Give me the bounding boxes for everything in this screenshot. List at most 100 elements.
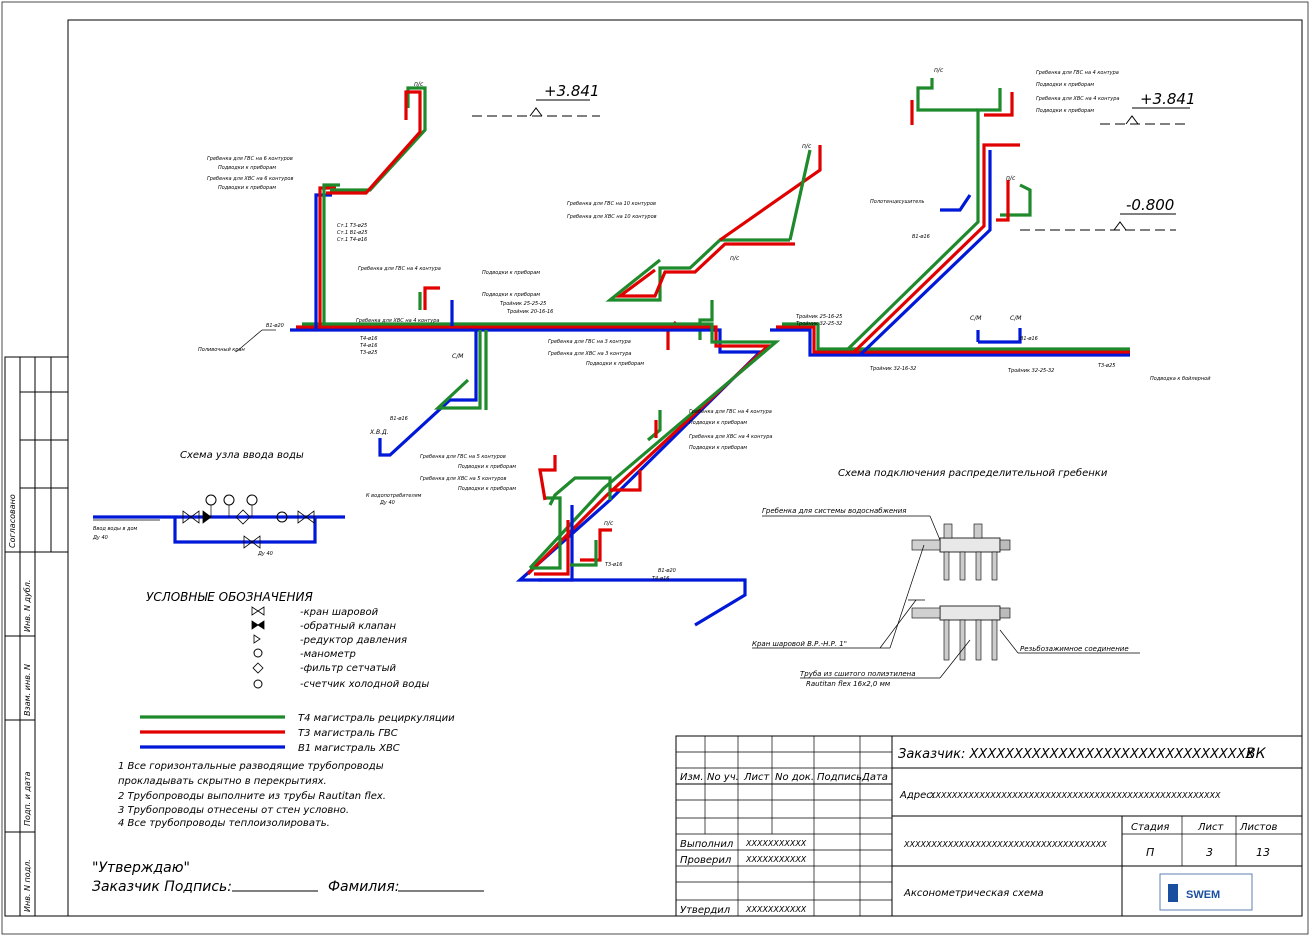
label-to-fixtures-2: Подводки к приборам bbox=[218, 185, 276, 191]
label-pp-1: п/с bbox=[414, 81, 424, 88]
title-block: Изм. No уч. Лист No док. Подпись Дата Вы… bbox=[675, 735, 1303, 917]
elevation-mark-3: -0.800 bbox=[1126, 196, 1174, 214]
label-watering-tap: Поливочный кран bbox=[198, 347, 246, 353]
label-tee-2: Тройник 20-16-16 bbox=[507, 309, 553, 315]
tb-col-date: Дата bbox=[861, 772, 888, 783]
label-pipe-b1-20b: В1-ø20 bbox=[658, 568, 676, 574]
legend-symbol-4: -манометр bbox=[300, 649, 356, 660]
inlet-node-schematic: Ввод воды в дом Ду 40 К водопотребителям… bbox=[92, 493, 422, 557]
note-4: 4 Все трубопроводы теплоизолировать. bbox=[118, 817, 330, 829]
label-pp-5: п/с bbox=[730, 255, 740, 262]
tb-name-checked: XXXXXXXXXXX bbox=[745, 855, 807, 864]
label-tee-6: Тройник 32-16-32 bbox=[870, 366, 916, 372]
label-pipe-t4-16b: Т4-ø16 bbox=[360, 343, 377, 349]
check-valve-icon bbox=[251, 620, 265, 630]
note-1b: прокладывать скрытно в перекрытиях. bbox=[118, 776, 327, 787]
label-to-fixtures-8: Подводки к приборам bbox=[458, 464, 516, 470]
label-pipe-t3-25b: Т3-ø25 bbox=[1098, 363, 1115, 369]
label-to-fixtures-3: Подводки к приборам bbox=[482, 270, 540, 276]
label-to-fixtures-7: Подводки к приборам bbox=[689, 445, 747, 451]
side-label-sign-date: Подп. и дата bbox=[23, 771, 32, 826]
elevation-marks: +3.841 +3.841 -0.800 bbox=[472, 82, 1196, 231]
label-to-fixtures-10: Подводки к приборам bbox=[1036, 82, 1094, 88]
side-label-approved: Согласовано bbox=[8, 494, 17, 548]
legend-line-label-t3: Т3 магистраль ГВС bbox=[298, 728, 398, 739]
tb-sheets: 13 bbox=[1256, 846, 1270, 859]
tb-role-checked: Проверил bbox=[680, 855, 732, 866]
ball-valve-icon bbox=[251, 606, 265, 616]
side-label-orig: Инв. N подл. bbox=[23, 859, 32, 912]
logo-mark-icon bbox=[1168, 884, 1178, 902]
label-pipe-t4-16a: Т4-ø16 bbox=[360, 336, 377, 342]
label-riser-1a: Ст.1 Т3-ø25 bbox=[337, 223, 367, 229]
tb-col-sheet: Лист bbox=[743, 772, 771, 783]
label-dy40-b: Ду 40 bbox=[257, 551, 273, 557]
label-to-fixtures-6: Подводки к приборам bbox=[689, 420, 747, 426]
tb-address-label: Адрес: bbox=[899, 790, 935, 801]
label-manifold-dhw4: Гребенка для ГВС на 4 контура bbox=[358, 266, 441, 272]
tb-col-num: No уч. bbox=[707, 772, 739, 783]
label-pp-3: п/с bbox=[934, 67, 944, 74]
label-manifold-dhw10: Гребенка для ГВС на 10 контуров bbox=[567, 201, 656, 207]
side-label-dup: Инв. N дубл. bbox=[23, 580, 32, 632]
note-1: 1 Все горизонтальные разводящие трубопро… bbox=[118, 760, 384, 772]
tb-stage: П bbox=[1146, 846, 1154, 859]
tb-col-sign: Подпись bbox=[817, 772, 862, 783]
legend-symbol-6: -счетчик холодной воды bbox=[300, 679, 429, 690]
tb-col-change: Изм. bbox=[680, 772, 704, 783]
legend-symbol-5: -фильтр сетчатый bbox=[300, 663, 397, 674]
note-2: 2 Трубопроводы выполните из трубы Rautit… bbox=[118, 790, 386, 802]
label-dy40-a: Ду 40 bbox=[379, 500, 395, 506]
label-ball-valve: Кран шаровой В.Р.-Н.Р. 1" bbox=[752, 640, 847, 648]
tb-col-doc: No док. bbox=[775, 772, 814, 783]
legend: УСЛОВНЫЕ ОБОЗНАЧЕНИЯ -кран шаровой -обра… bbox=[140, 590, 455, 754]
tb-project: XXXXXXXXXXXXXXXXXXXXXXXXXXXXXXXXXXXXX bbox=[903, 840, 1107, 849]
label-manifold-cw6: Гребенка для ХВС на 6 контуров bbox=[207, 176, 293, 182]
tb-sheet: 3 bbox=[1206, 846, 1213, 859]
label-cm-2: С/М bbox=[1010, 315, 1022, 322]
legend-symbol-1: -кран шаровой bbox=[300, 607, 379, 618]
label-tee-1: Тройник 25-25-25 bbox=[500, 301, 546, 307]
label-pipe-note-1: Труба из сшитого полиэтилена bbox=[800, 670, 916, 678]
label-to-fixtures-9: Подводки к приборам bbox=[458, 486, 516, 492]
label-manifold-cw4b: Гребенка для ХВС на 4 контура bbox=[689, 434, 772, 440]
note-3: 3 Трубопроводы отнесены от стен условно. bbox=[118, 804, 349, 816]
manifold-illustration: Гребенка для системы водоснабжения Кран … bbox=[752, 507, 1140, 688]
surname-label: Фамилия: bbox=[328, 879, 399, 895]
label-pipe-t3-25: Т3-ø25 bbox=[360, 350, 377, 356]
tb-sheet-title: Аксонометрическая схема bbox=[903, 888, 1044, 899]
tb-sheet-header: Лист bbox=[1197, 822, 1225, 833]
label-pipe-b1-16a: В1-ø16 bbox=[390, 416, 408, 422]
label-manifold-cw4: Гребенка для ХВС на 4 контура bbox=[356, 318, 439, 324]
label-manifold-cw5: Гребенка для ХВС на 5 контуров bbox=[420, 476, 506, 482]
label-pipe-t4-16c: Т4-ø16 bbox=[652, 576, 669, 582]
label-riser-1b: Ст.1 В1-ø25 bbox=[337, 230, 368, 236]
water-meter-icon bbox=[253, 679, 263, 689]
label-to-fixtures-4: Подводки к приборам bbox=[482, 292, 540, 298]
tb-customer: Заказчик: XXXXXXXXXXXXXXXXXXXXXXXXXXXXXX… bbox=[898, 747, 1256, 762]
label-pp-4: п/с bbox=[1006, 175, 1016, 182]
label-tee-4: Тройник 32-25-32 bbox=[796, 321, 842, 327]
legend-line-label-t4: Т4 магистраль рециркуляции bbox=[298, 713, 455, 724]
side-label-replace: Взам. инв. N bbox=[23, 664, 32, 716]
label-pp-6: п/с bbox=[604, 520, 614, 527]
label-cm-3: С/М bbox=[452, 353, 464, 360]
elevation-mark-1: +3.841 bbox=[544, 82, 600, 100]
tb-code: ВК bbox=[1246, 746, 1267, 762]
label-manifold-dhw3: Гребенка для ГВС на 3 контура bbox=[548, 339, 631, 345]
label-manifold-dhw4c: Гребенка для ГВС на 4 контура bbox=[1036, 70, 1119, 76]
tb-name-done: XXXXXXXXXXX bbox=[745, 839, 807, 848]
label-pipe-note-2: Rautitan flex 16х2,0 мм bbox=[806, 680, 891, 688]
label-inlet: Ввод воды в дом bbox=[93, 526, 138, 532]
label-manifold-cw10: Гребенка для ХВС на 10 контуров bbox=[567, 214, 657, 220]
label-manifold-system: Гребенка для системы водоснабжения bbox=[762, 507, 907, 515]
tb-sheets-header: Листов bbox=[1239, 822, 1277, 833]
label-pipe-b1-16c: В1-ø16 bbox=[912, 234, 930, 240]
label-riser-1c: Ст.1 Т4-ø16 bbox=[337, 237, 367, 243]
label-thread-conn: Резьбозажимное соединение bbox=[1020, 645, 1129, 653]
customer-signature-label: Заказчик Подпись: bbox=[92, 879, 232, 895]
label-inlet-dia: Ду 40 bbox=[92, 535, 108, 541]
legend-symbol-2: -обратный клапан bbox=[300, 620, 397, 632]
logo-text: SWEM bbox=[1186, 889, 1220, 901]
